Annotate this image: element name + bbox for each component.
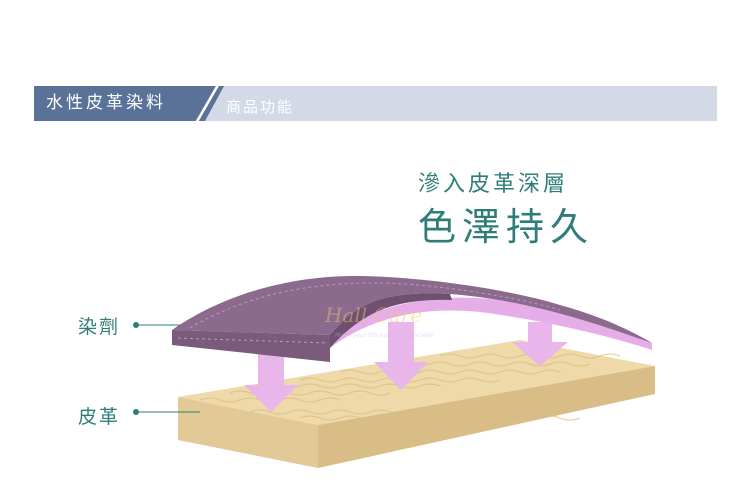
dye-sheet (172, 275, 652, 362)
label-leather: 皮革 (78, 406, 121, 428)
section-title: 水性皮革染料 (46, 93, 166, 113)
section-subtitle: 商品功能 (226, 98, 295, 116)
arrow-down-left (244, 352, 298, 412)
watermark-tagline-text: Make your life more comfortable (335, 332, 434, 339)
leather-right-side (318, 366, 655, 468)
arrow-down-right (512, 322, 568, 366)
callout-dot-dye (133, 322, 139, 328)
dye-sheet-front (172, 330, 330, 362)
dye-sheet-right-edge (330, 293, 452, 348)
section-header-tab (34, 86, 224, 121)
arrow-down-center (374, 322, 428, 390)
headline-line-2: 色澤持久 (418, 205, 595, 249)
watermark-brand-text: Hall Care (324, 303, 422, 327)
label-dye: 染劑 (78, 316, 121, 338)
headline-line-1: 滲入皮革深層 (418, 172, 569, 197)
penetration-arrows (244, 322, 568, 412)
dye-sheet-top (172, 275, 652, 343)
callout-lines (133, 322, 200, 415)
callout-dot-leather (133, 409, 139, 415)
leather-slab (178, 340, 655, 468)
dye-sheet-underside (330, 297, 652, 350)
dye-sheet-seam-front (177, 337, 329, 344)
leather-front-side (178, 397, 318, 468)
dye-sheet-seam-top (189, 282, 561, 329)
brand-watermark: Hall Care Make your life more comfortabl… (324, 303, 434, 339)
